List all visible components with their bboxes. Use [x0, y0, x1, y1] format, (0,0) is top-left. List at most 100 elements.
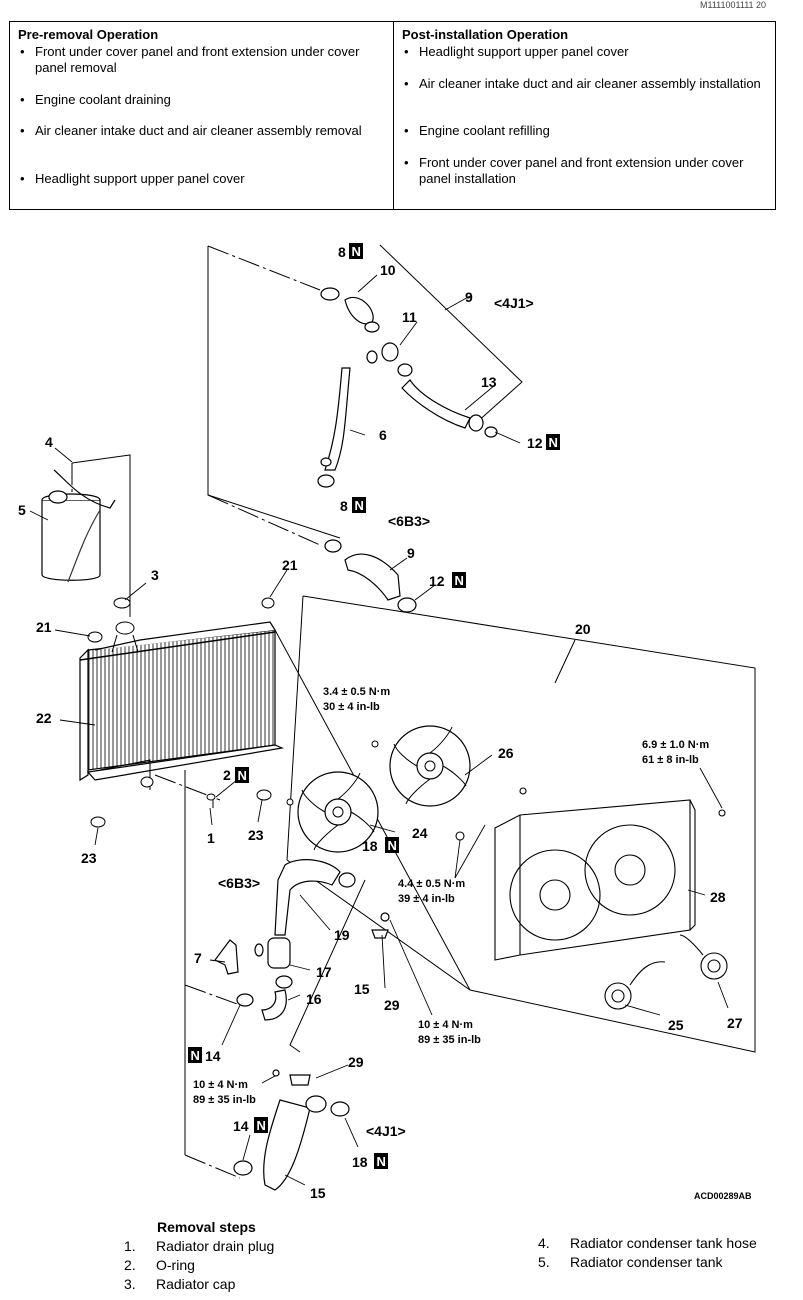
callout-12: 12 — [527, 435, 543, 451]
torque-bracket-b-inlb: 89 ± 35 in-lb — [193, 1094, 256, 1106]
torque-shroud-mid-nm: 4.4 ± 0.5 N·m — [398, 878, 465, 890]
pre-removal-item: Headlight support upper panel cover — [18, 171, 390, 187]
post-installation-item: Air cleaner intake duct and air cleaner … — [402, 76, 774, 92]
callout-16: 16 — [306, 991, 322, 1007]
condenser-tank — [41, 469, 116, 583]
callout-29: 29 — [348, 1054, 364, 1070]
torque-fan-nm: 3.4 ± 0.5 N·m — [323, 686, 390, 698]
new-part-mark: N — [452, 572, 466, 588]
new-part-mark: N — [546, 434, 560, 450]
callout-14: 14 — [233, 1118, 249, 1134]
pre-removal-item: Air cleaner intake duct and air cleaner … — [18, 123, 390, 139]
callout-12: 12 — [429, 573, 445, 589]
callout-18: 18 — [362, 838, 378, 854]
pre-removal-column: Pre-removal Operation Front under cover … — [10, 22, 394, 209]
callout-21: 21 — [282, 557, 298, 573]
callout-20: 20 — [575, 621, 591, 637]
removal-step-number: 1. — [124, 1238, 136, 1254]
removal-step-label: Radiator condenser tank hose — [570, 1235, 757, 1251]
engine-variant-labels: <4J1> <6B3> <6B3> <4J1> — [218, 295, 534, 1139]
callout-11: 11 — [402, 309, 417, 325]
new-part-mark: N — [352, 497, 366, 513]
callout-3: 3 — [151, 567, 159, 583]
pre-removal-item: Front under cover panel and front extens… — [18, 44, 390, 76]
callout-21: 21 — [36, 619, 52, 635]
callout-23: 23 — [81, 850, 97, 866]
svg-text:N: N — [238, 768, 247, 783]
new-part-mark: N — [349, 243, 363, 259]
callout-7: 7 — [194, 950, 202, 966]
torque-bracket-a-nm: 10 ± 4 N·m — [418, 1019, 473, 1031]
document-code: M1111001111 20 — [700, 0, 767, 10]
engine-6b3-label: <6B3> — [218, 875, 260, 891]
new-part-mark: N — [254, 1117, 268, 1133]
svg-text:N: N — [388, 838, 397, 853]
callout-14: 14 — [205, 1048, 221, 1064]
cooling-fans — [286, 725, 471, 853]
torque-shroud-mid-inlb: 39 ± 4 in-lb — [398, 893, 455, 905]
callout-17: 17 — [316, 964, 332, 980]
callout-27: 27 — [727, 1015, 743, 1031]
callout-9: 9 — [407, 545, 415, 561]
callout-4: 4 — [45, 434, 53, 450]
callout-29: 29 — [384, 997, 400, 1013]
removal-step-number: 3. — [124, 1276, 136, 1292]
callout-22: 22 — [36, 710, 52, 726]
fan-motors — [604, 934, 728, 1010]
new-part-marks: N N N N N N N N N — [188, 243, 560, 1169]
post-installation-item: Headlight support upper panel cover — [402, 44, 774, 60]
pre-removal-title: Pre-removal Operation — [18, 27, 159, 42]
svg-text:N: N — [352, 244, 361, 259]
removal-step-number: 4. — [538, 1235, 550, 1251]
post-installation-item: Engine coolant refilling — [402, 123, 774, 139]
torque-shroud-top-inlb: 61 ± 8 in-lb — [642, 754, 699, 766]
callout-8: 8 — [340, 498, 348, 514]
callout-6: 6 — [379, 427, 387, 443]
torque-specs: 3.4 ± 0.5 N·m 30 ± 4 in-lb 6.9 ± 1.0 N·m… — [193, 686, 709, 1106]
torque-bracket-a-inlb: 89 ± 35 in-lb — [418, 1034, 481, 1046]
svg-text:N: N — [377, 1154, 386, 1169]
callout-28: 28 — [710, 889, 726, 905]
callout-8: 8 — [338, 244, 346, 260]
radiator-exploded-diagram: 4 5 3 21 21 22 8 10 9 11 13 6 12 8 9 12 … — [18, 243, 756, 1201]
callout-24: 24 — [412, 825, 428, 841]
engine-4j1-label: <4J1> — [494, 295, 534, 311]
callout-19: 19 — [334, 927, 350, 943]
callout-labels: 4 5 3 21 21 22 8 10 9 11 13 6 12 8 9 12 … — [18, 244, 743, 1201]
post-installation-column: Post-installation Operation Headlight su… — [394, 22, 775, 209]
callout-5: 5 — [18, 502, 26, 518]
callout-25: 25 — [668, 1017, 684, 1033]
radiator — [79, 597, 285, 828]
callout-10: 10 — [380, 262, 396, 278]
callout-26: 26 — [498, 745, 514, 761]
operation-table: Pre-removal Operation Front under cover … — [9, 21, 776, 210]
callout-15: 15 — [310, 1185, 326, 1201]
new-part-mark: N — [385, 837, 399, 853]
post-installation-title: Post-installation Operation — [402, 27, 569, 42]
svg-text:N: N — [455, 573, 464, 588]
lower-hoses — [214, 859, 390, 1191]
svg-text:N: N — [191, 1048, 200, 1063]
svg-text:N: N — [355, 498, 364, 513]
callout-9: 9 — [465, 289, 473, 305]
upper-hose-6b3 — [324, 539, 417, 613]
svg-text:N: N — [549, 435, 558, 450]
post-installation-item: Front under cover panel and front extens… — [402, 155, 774, 187]
pre-removal-item: Engine coolant draining — [18, 92, 390, 108]
engine-4j1-label: <4J1> — [366, 1123, 406, 1139]
removal-step-number: 5. — [538, 1254, 550, 1270]
callout-13: 13 — [481, 374, 497, 390]
removal-step-label: Radiator cap — [156, 1276, 236, 1292]
figure-code: ACD00289AB — [694, 1191, 752, 1201]
callout-15: 15 — [354, 981, 370, 997]
removal-step-number: 2. — [124, 1257, 136, 1273]
new-part-mark: N — [374, 1153, 388, 1169]
new-part-mark: N — [235, 767, 249, 783]
new-part-mark: N — [188, 1047, 202, 1063]
torque-shroud-top-nm: 6.9 ± 1.0 N·m — [642, 739, 709, 751]
removal-step-label: O-ring — [156, 1257, 195, 1273]
torque-bracket-b-nm: 10 ± 4 N·m — [193, 1079, 248, 1091]
removal-step-label: Radiator condenser tank — [570, 1254, 723, 1270]
callout-18: 18 — [352, 1154, 368, 1170]
callout-23: 23 — [248, 827, 264, 843]
